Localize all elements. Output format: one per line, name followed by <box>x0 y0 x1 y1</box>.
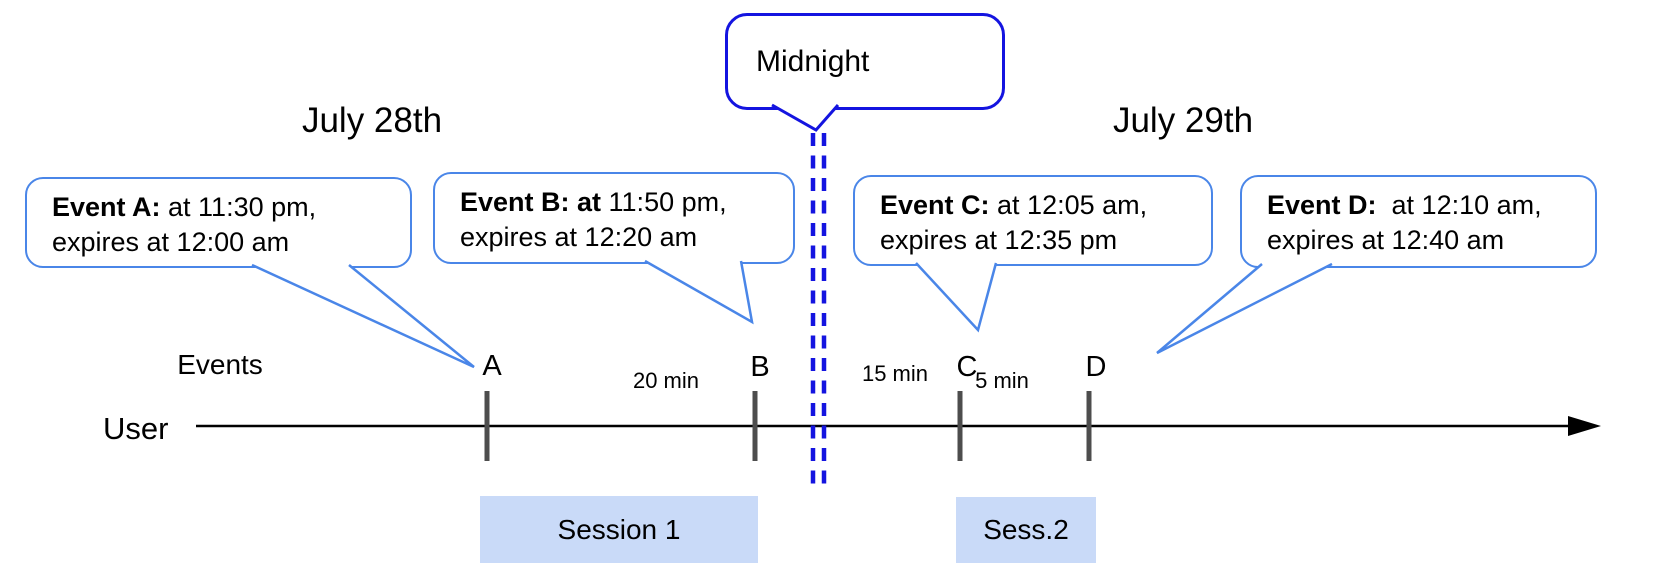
midnight-label: Midnight <box>756 44 870 78</box>
user-axis-label: User <box>103 411 169 446</box>
event-d-callout: Event D: at 12:10 am, expires at 12:40 a… <box>1240 175 1597 268</box>
event-c-line1: Event C: at 12:05 am, <box>880 190 1148 220</box>
event-c-callout-tail <box>915 262 998 333</box>
date-label-july-28: July 28th <box>301 101 443 140</box>
event-b-line2: expires at 12:20 am <box>460 222 698 252</box>
event-d-callout-tail <box>1156 262 1333 355</box>
event-c-callout: Event C: at 12:05 am, expires at 12:35 p… <box>853 175 1213 266</box>
event-a-callout: Event A: at 11:30 pm, expires at 12:00 a… <box>25 177 412 268</box>
events-row-label: Events <box>177 349 263 380</box>
event-b-line1: Event B: at 11:50 pm, <box>460 187 727 217</box>
session-2-label: Sess.2 <box>983 514 1069 545</box>
session-2-box: Sess.2 <box>956 497 1096 563</box>
tick-label-c: C <box>956 351 978 383</box>
tick-label-d: D <box>1085 351 1107 383</box>
gap-label-5min: 5 min <box>975 368 1029 393</box>
event-b-callout-tail <box>644 259 754 325</box>
event-c-line2: expires at 12:35 pm <box>880 225 1118 255</box>
event-a-line1: Event A: at 11:30 pm, <box>52 192 317 222</box>
event-d-line1: Event D: at 12:10 am, <box>1267 190 1542 220</box>
event-a-callout-tail <box>251 263 475 369</box>
session-1-box: Session 1 <box>480 496 758 563</box>
timeline-arrowhead-icon <box>1568 416 1601 436</box>
session-1-label: Session 1 <box>557 513 681 545</box>
gap-label-15min: 15 min <box>861 361 929 386</box>
tick-label-b: B <box>750 351 770 383</box>
event-a-line2: expires at 12:00 am <box>52 227 290 257</box>
date-label-july-29: July 29th <box>1112 101 1254 140</box>
event-d-line2: expires at 12:40 am <box>1267 225 1505 255</box>
tick-label-a: A <box>482 350 502 382</box>
gap-label-20min: 20 min <box>632 368 700 393</box>
event-b-callout: Event B: at 11:50 pm, expires at 12:20 a… <box>433 172 795 264</box>
midnight-callout: Midnight <box>725 13 1005 110</box>
